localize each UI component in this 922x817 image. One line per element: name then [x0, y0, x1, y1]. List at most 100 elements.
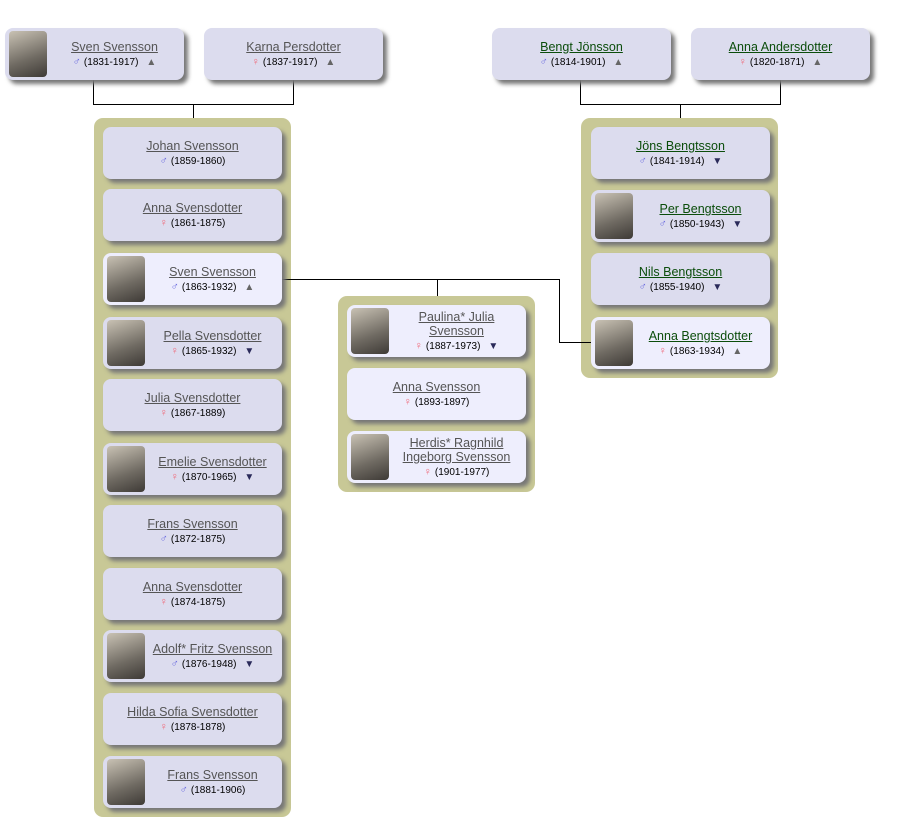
- person-name-link[interactable]: Nils Bengtsson: [638, 265, 723, 279]
- male-icon: ♂: [539, 56, 548, 68]
- person-name-link[interactable]: Anna Andersdotter: [728, 40, 833, 54]
- connector-line: [437, 279, 438, 296]
- person-info: ♀(1870-1965)▼: [171, 471, 255, 483]
- expand-ancestors-icon[interactable]: ▲: [613, 57, 624, 68]
- person-name-link[interactable]: Adolf* Fritz Svensson: [152, 642, 273, 656]
- person-card[interactable]: Hilda Sofia Svensdotter ♀(1878-1878): [103, 693, 282, 745]
- expand-ancestors-icon[interactable]: ▲: [244, 282, 255, 293]
- person-info: ♀(1901-1977): [424, 466, 490, 478]
- person-card[interactable]: Anna Andersdotter ♀(1820-1871)▲: [691, 28, 870, 80]
- female-icon: ♀: [159, 407, 168, 419]
- person-name-link[interactable]: Karna Persdotter: [246, 40, 341, 54]
- person-card[interactable]: Adolf* Fritz Svensson ♂(1876-1948)▼: [103, 630, 282, 682]
- person-card[interactable]: Sven Svensson ♂(1863-1932)▲: [103, 253, 282, 305]
- female-icon: ♀: [159, 596, 168, 608]
- person-card[interactable]: Frans Svensson ♂(1881-1906): [103, 756, 282, 808]
- female-icon: ♀: [658, 345, 667, 357]
- expand-descendants-icon[interactable]: ▼: [244, 472, 255, 483]
- expand-ancestors-icon[interactable]: ▲: [325, 57, 336, 68]
- person-card[interactable]: Sven Svensson ♂(1831-1917)▲: [5, 28, 184, 80]
- person-card[interactable]: Karna Persdotter ♀(1837-1917)▲: [204, 28, 383, 80]
- person-name-link[interactable]: Anna Bengtsdotter: [648, 329, 753, 343]
- person-info: ♂(1850-1943)▼: [659, 218, 743, 230]
- expand-descendants-icon[interactable]: ▼: [712, 282, 723, 293]
- person-photo[interactable]: [107, 759, 145, 805]
- person-name-link[interactable]: Jöns Bengtsson: [636, 139, 725, 153]
- person-card[interactable]: Anna Bengtsdotter ♀(1863-1934)▲: [591, 317, 770, 369]
- life-years: (1820-1871): [749, 57, 805, 68]
- person-name-link[interactable]: Anna Svensson: [392, 380, 481, 394]
- person-card[interactable]: Pella Svensdotter ♀(1865-1932)▼: [103, 317, 282, 369]
- life-years: (1865-1932): [181, 346, 237, 357]
- connector-line: [580, 80, 581, 104]
- person-photo[interactable]: [107, 633, 145, 679]
- expand-descendants-icon[interactable]: ▼: [712, 156, 723, 167]
- person-card[interactable]: Anna Svensdotter ♀(1861-1875): [103, 189, 282, 241]
- person-name-link[interactable]: Herdis* Ragnhild Ingeborg Svensson: [402, 436, 511, 464]
- person-card[interactable]: Anna Svensson ♀(1893-1897): [347, 368, 526, 420]
- person-name-link[interactable]: Julia Svensdotter: [144, 391, 241, 405]
- person-name-link[interactable]: Hilda Sofia Svensdotter: [127, 705, 258, 719]
- person-photo[interactable]: [107, 256, 145, 302]
- person-card[interactable]: Jöns Bengtsson ♂(1841-1914)▼: [591, 127, 770, 179]
- person-name-link[interactable]: Pella Svensdotter: [163, 329, 262, 343]
- life-years: (1893-1897): [414, 397, 470, 408]
- male-icon: ♂: [170, 281, 179, 293]
- person-info: ♀(1893-1897): [404, 396, 470, 408]
- person-photo[interactable]: [351, 434, 389, 480]
- expand-descendants-icon[interactable]: ▼: [244, 346, 255, 357]
- connector-line: [93, 80, 94, 104]
- person-name-link[interactable]: Paulina* Julia Svensson: [418, 310, 495, 338]
- connector-line: [193, 104, 194, 118]
- person-name-link[interactable]: Per Bengtsson: [659, 202, 742, 216]
- person-info: ♀(1820-1871)▲: [739, 56, 823, 68]
- person-photo[interactable]: [595, 320, 633, 366]
- male-icon: ♂: [72, 56, 81, 68]
- life-years: (1855-1940): [649, 282, 705, 293]
- connector-line: [559, 342, 591, 343]
- male-icon: ♂: [179, 784, 188, 796]
- person-name-link[interactable]: Johan Svensson: [146, 139, 239, 153]
- person-card[interactable]: Bengt Jönsson ♂(1814-1901) ▲: [492, 28, 671, 80]
- person-card[interactable]: Anna Svensdotter ♀(1874-1875): [103, 568, 282, 620]
- expand-ancestors-icon[interactable]: ▲: [146, 57, 157, 68]
- person-name-link[interactable]: Bengt Jönsson: [540, 40, 623, 54]
- person-name-link[interactable]: Sven Svensson: [71, 40, 158, 54]
- expand-descendants-icon[interactable]: ▼: [732, 219, 743, 230]
- person-photo[interactable]: [107, 320, 145, 366]
- person-card[interactable]: Emelie Svensdotter ♀(1870-1965)▼: [103, 443, 282, 495]
- person-card[interactable]: Julia Svensdotter ♀(1867-1889): [103, 379, 282, 431]
- person-info: ♂(1831-1917)▲: [73, 56, 157, 68]
- person-card[interactable]: Nils Bengtsson ♂(1855-1940)▼: [591, 253, 770, 305]
- expand-ancestors-icon[interactable]: ▲: [812, 57, 823, 68]
- person-card[interactable]: Johan Svensson ♂(1859-1860): [103, 127, 282, 179]
- person-photo[interactable]: [351, 308, 389, 354]
- person-photo[interactable]: [107, 446, 145, 492]
- person-card[interactable]: Frans Svensson ♂(1872-1875): [103, 505, 282, 557]
- person-info: ♀(1865-1932)▼: [171, 345, 255, 357]
- person-name-link[interactable]: Anna Svensdotter: [142, 580, 243, 594]
- expand-descendants-icon[interactable]: ▼: [244, 659, 255, 670]
- expand-descendants-icon[interactable]: ▼: [488, 341, 499, 352]
- person-photo[interactable]: [595, 193, 633, 239]
- person-card[interactable]: Herdis* Ragnhild Ingeborg Svensson ♀(190…: [347, 431, 526, 483]
- connector-line: [780, 80, 781, 104]
- person-name-link[interactable]: Anna Svensdotter: [142, 201, 243, 215]
- person-card[interactable]: Per Bengtsson ♂(1850-1943)▼: [591, 190, 770, 242]
- person-info: ♀(1837-1917)▲: [252, 56, 336, 68]
- person-name-link[interactable]: Frans Svensson: [147, 517, 238, 531]
- person-photo[interactable]: [9, 31, 47, 77]
- life-years: (1887-1973): [425, 341, 481, 352]
- person-info: ♀(1863-1934)▲: [659, 345, 743, 357]
- person-name-link[interactable]: Frans Svensson: [167, 768, 258, 782]
- person-card[interactable]: Paulina* Julia Svensson ♀(1887-1973)▼: [347, 305, 526, 357]
- life-years: (1861-1875): [170, 218, 226, 229]
- person-name-link[interactable]: Sven Svensson: [169, 265, 256, 279]
- life-years: (1901-1977): [434, 467, 490, 478]
- life-years: (1872-1875): [170, 534, 226, 545]
- female-icon: ♀: [251, 56, 260, 68]
- person-name-link[interactable]: Emelie Svensdotter: [158, 455, 267, 469]
- male-icon: ♂: [159, 533, 168, 545]
- expand-ancestors-icon[interactable]: ▲: [732, 346, 743, 357]
- life-years: (1814-1901): [550, 57, 606, 68]
